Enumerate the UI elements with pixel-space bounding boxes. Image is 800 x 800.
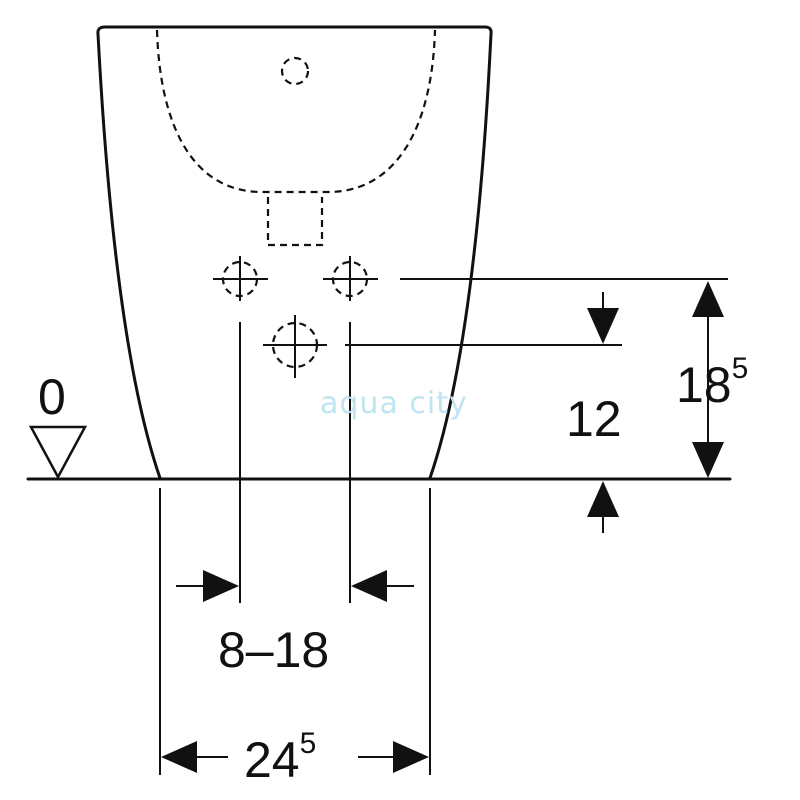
arrow-right-8-18 — [203, 570, 239, 602]
dimension-label-185-base: 18 — [676, 357, 732, 413]
dimension-label-185: 185 — [676, 352, 748, 413]
tap-hole-hidden — [280, 56, 310, 86]
bowl-hidden-outline — [155, 29, 437, 194]
arrow-up-12 — [587, 481, 619, 517]
watermark-text: aqua city — [320, 386, 468, 421]
dimension-label-12: 12 — [566, 391, 622, 447]
arrow-right-245 — [393, 741, 429, 773]
bidet-body-outline — [96, 25, 493, 480]
level-triangle-icon — [28, 425, 88, 480]
dimension-label-245-base: 24 — [244, 732, 300, 788]
dimension-label-245-sup: 5 — [300, 727, 317, 760]
drain-hidden-outline — [266, 197, 324, 247]
arrow-left-245 — [161, 741, 197, 773]
dimension-label-185-sup: 5 — [732, 352, 749, 385]
level-zero-label: 0 — [38, 369, 66, 425]
arrow-down-185 — [692, 442, 724, 478]
dimension-label-8-18: 8–18 — [218, 622, 329, 678]
waste-outlet-symbol — [263, 315, 327, 378]
dimension-label-245: 245 — [244, 727, 316, 788]
arrow-left-8-18 — [351, 570, 387, 602]
arrow-down-12 — [587, 308, 619, 344]
arrow-up-185 — [692, 281, 724, 317]
supply-inlet-right-symbol — [323, 256, 378, 301]
supply-inlet-left-symbol — [213, 256, 268, 301]
